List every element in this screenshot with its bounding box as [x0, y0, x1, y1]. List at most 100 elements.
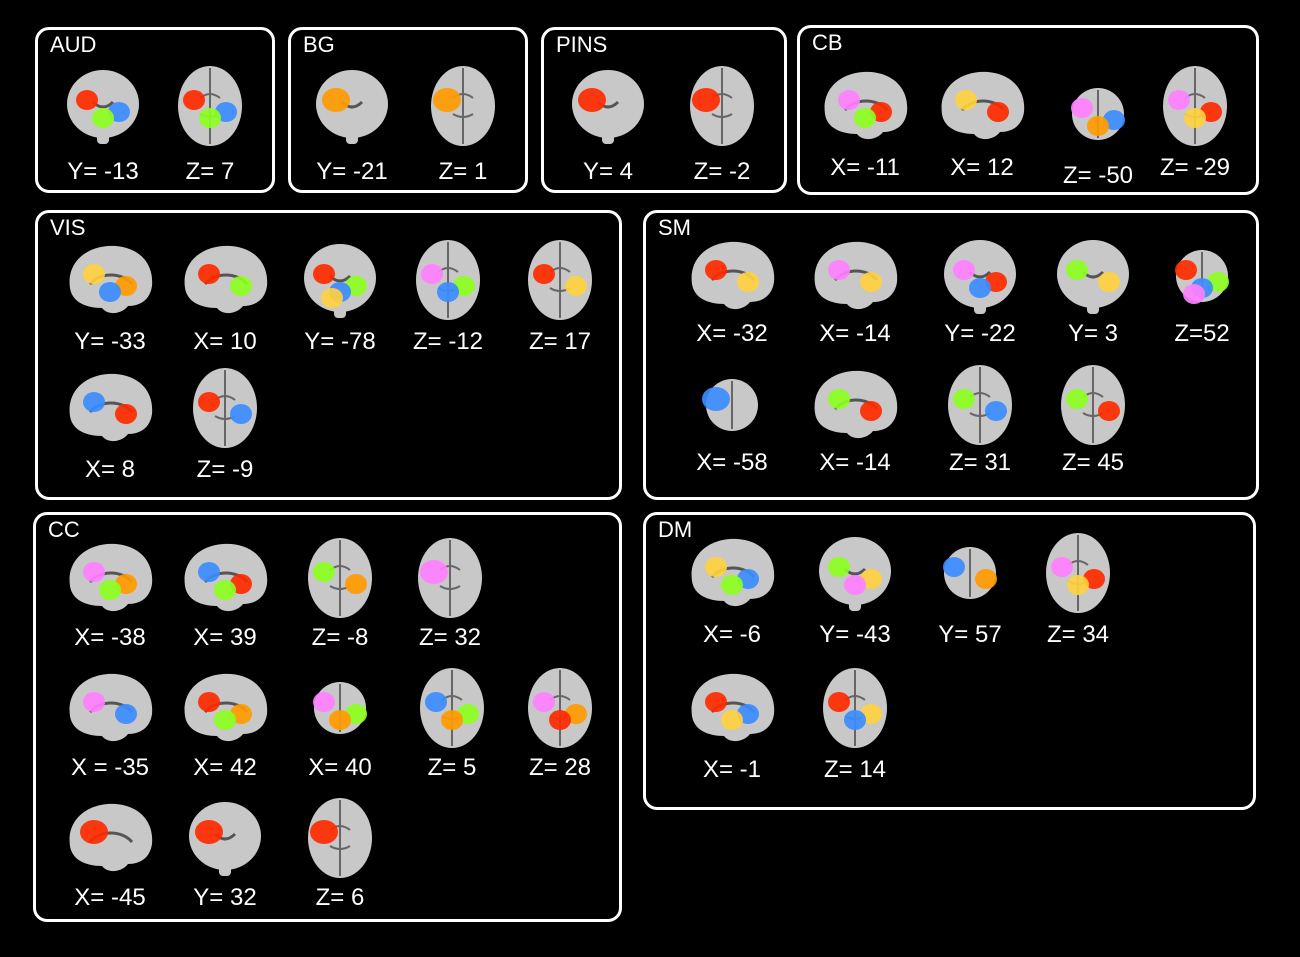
panel-sm: SM [643, 210, 1259, 500]
slice-coordinate-label: Z= 17 [528, 328, 592, 355]
slice-coordinate-label: X= -11 [830, 154, 900, 181]
activation-blob [578, 88, 606, 112]
slice-coordinate-label: X= 42 [193, 754, 257, 781]
activation-blob [828, 557, 850, 577]
activation-blob [721, 710, 743, 730]
activation-blob [1168, 90, 1190, 110]
slice-coordinate-label: X= -6 [702, 621, 762, 648]
activation-blob [828, 260, 850, 280]
slice-coordinate-label: Z= 6 [315, 884, 365, 911]
slice-coordinate-label: X= -14 [819, 449, 891, 476]
activation-blob [844, 710, 866, 730]
activation-blob [953, 260, 975, 280]
brain-slice-outline [691, 538, 775, 607]
activation-blob [549, 710, 571, 730]
slice-coordinate-label: Z= 7 [185, 158, 235, 185]
brain-slice [65, 663, 155, 753]
activation-blob [1067, 575, 1089, 595]
brain-slice [935, 360, 1025, 450]
activation-blob [83, 692, 105, 712]
slice-coordinate-label: X= 39 [193, 624, 257, 651]
brain-slice [810, 663, 900, 753]
slice-coordinate-label: Y= 57 [938, 621, 1002, 648]
activation-blob [844, 575, 866, 595]
activation-blob [345, 574, 367, 594]
activation-blob [955, 90, 977, 110]
brain-slice [65, 533, 155, 623]
activation-blob [969, 278, 991, 298]
activation-blob [313, 692, 335, 712]
activation-blob [1183, 284, 1205, 304]
brain-slice [1048, 231, 1138, 321]
activation-blob [183, 90, 205, 110]
brain-slice-outline [823, 668, 887, 748]
brain-slice-outline [941, 71, 1025, 140]
activation-blob [1184, 108, 1206, 128]
brain-slice [515, 235, 605, 325]
activation-blob [198, 264, 220, 284]
slice-coordinate-label: X= -45 [74, 884, 146, 911]
brain-slice [810, 528, 900, 618]
brain-slice-outline [814, 370, 898, 439]
brain-slice [687, 360, 777, 450]
slice-coordinate-label: Z= -50 [1062, 162, 1134, 189]
brain-slice-outline [184, 673, 268, 742]
activation-blob [565, 276, 587, 296]
brain-slice-outline [431, 66, 495, 146]
brain-slice [1048, 360, 1138, 450]
slice-coordinate-label: Y= 3 [1067, 320, 1119, 347]
brain-slice [295, 663, 385, 753]
activation-blob [313, 264, 335, 284]
brain-slice [307, 61, 397, 151]
activation-blob [705, 692, 727, 712]
activation-blob [1098, 272, 1120, 292]
brain-slice [810, 231, 900, 321]
slice-coordinate-label: Y= -43 [819, 621, 891, 648]
panel-title: BG [303, 32, 335, 57]
slice-coordinate-label: Z= 5 [427, 754, 477, 781]
brain-slice [418, 61, 508, 151]
activation-blob [860, 401, 882, 421]
activation-blob [420, 560, 448, 584]
activation-blob [199, 108, 221, 128]
activation-blob [83, 562, 105, 582]
activation-blob [441, 710, 463, 730]
slice-coordinate-label: X= 10 [193, 328, 257, 355]
slice-coordinate-label: X= -38 [74, 624, 146, 651]
panel-vis: VIS [35, 210, 622, 500]
activation-blob [83, 392, 105, 412]
panel-title: CC [48, 517, 80, 542]
slice-coordinate-label: X= -14 [819, 320, 891, 347]
activation-blob [230, 276, 252, 296]
activation-blob [329, 710, 351, 730]
brain-slice [65, 235, 155, 325]
activation-blob [195, 820, 223, 844]
brain-slice-outline [420, 668, 484, 748]
brain-slice-outline [69, 245, 153, 314]
activation-blob [838, 90, 860, 110]
brain-slice [403, 235, 493, 325]
brain-slice [65, 363, 155, 453]
brain-slice [677, 61, 767, 151]
brain-slice [563, 61, 653, 151]
brain-slice [935, 231, 1025, 321]
panel-title: SM [658, 215, 691, 240]
slice-coordinate-label: Z= 34 [1046, 621, 1110, 648]
brain-slice-outline [824, 71, 908, 140]
activation-blob [854, 108, 876, 128]
slice-coordinate-label: Z= 28 [528, 754, 592, 781]
activation-blob [99, 580, 121, 600]
slice-coordinate-label: Z= -2 [693, 158, 751, 185]
activation-blob [1051, 557, 1073, 577]
panel-dm: DM [643, 512, 1256, 810]
brain-slice [165, 61, 255, 151]
activation-blob [313, 562, 335, 582]
panel-pins: PINS [541, 27, 787, 193]
brain-slice [937, 61, 1027, 151]
activation-blob [214, 580, 236, 600]
brain-slice-outline [69, 543, 153, 612]
brain-slice [180, 663, 270, 753]
slice-coordinate-label: Z= -29 [1159, 154, 1231, 181]
activation-blob [705, 557, 727, 577]
activation-blob [705, 260, 727, 280]
